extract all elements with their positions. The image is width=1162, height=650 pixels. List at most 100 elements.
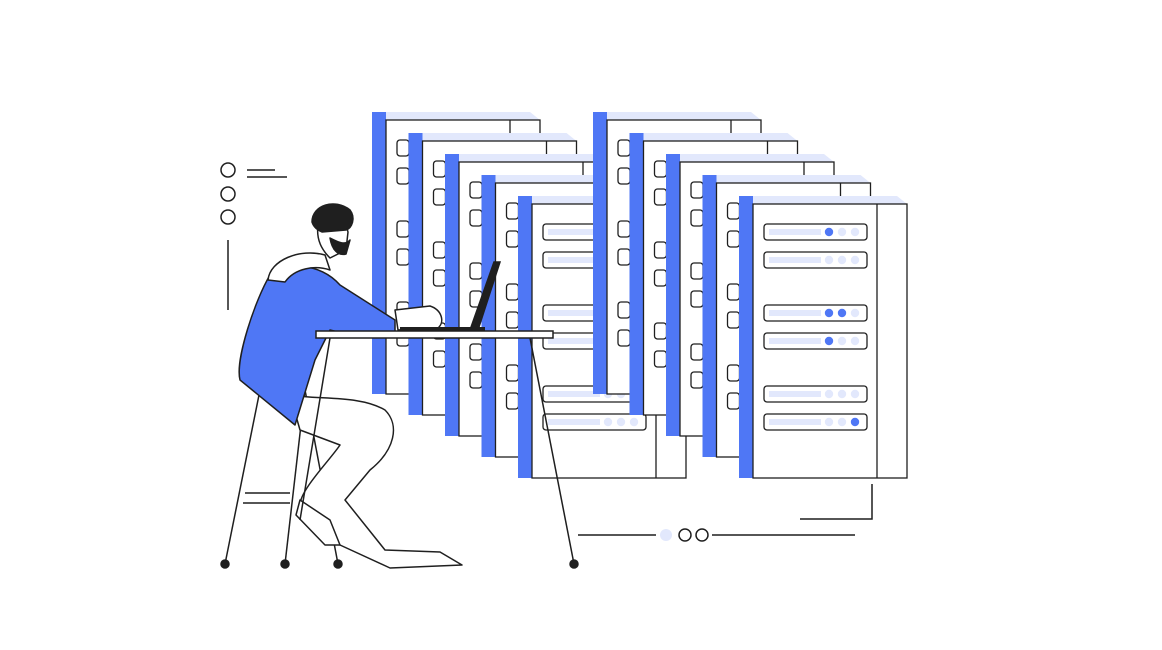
desk-leg <box>529 337 575 565</box>
rack-top <box>445 154 613 162</box>
drive-slot <box>726 364 741 382</box>
drive-slot <box>469 209 483 227</box>
connector-bottom <box>578 484 873 542</box>
connector-line <box>800 484 873 520</box>
person-arm <box>394 305 443 331</box>
status-led-off <box>850 308 860 318</box>
server-rack <box>739 196 908 479</box>
status-led-off <box>837 417 847 427</box>
drive-vent <box>769 310 821 316</box>
drive-slot <box>690 343 704 361</box>
connector-dot <box>660 529 672 541</box>
rack-side <box>739 196 753 478</box>
drive-slot <box>653 160 668 178</box>
status-led-off <box>850 389 860 399</box>
decor-left <box>220 162 287 310</box>
drive-slot <box>617 301 631 319</box>
status-led-off <box>616 417 626 427</box>
drive-slot <box>690 290 704 308</box>
status-led-off <box>603 417 613 427</box>
status-led-on <box>824 227 834 237</box>
drive-slot <box>505 392 520 410</box>
drive-slot <box>432 160 447 178</box>
rack-top <box>593 112 761 120</box>
drive-slot <box>726 202 741 220</box>
status-led-off <box>837 227 847 237</box>
rack-top <box>372 112 540 120</box>
drive-slot <box>653 188 668 206</box>
drive-slot <box>617 220 631 238</box>
status-led-on <box>824 308 834 318</box>
rack-top <box>702 175 871 183</box>
server-racks <box>372 112 908 479</box>
drive-vent <box>769 391 821 397</box>
drive-slot <box>505 311 520 329</box>
drive-slot <box>469 371 483 389</box>
drive-slot <box>396 139 410 157</box>
rack-top <box>408 133 577 141</box>
drive-slot <box>469 262 483 280</box>
rack-side <box>629 133 644 415</box>
status-led-off <box>824 417 834 427</box>
drive-slot <box>617 167 631 185</box>
stool-foot <box>280 559 290 569</box>
rack-top <box>666 154 834 162</box>
decor-circle <box>220 186 236 202</box>
rack-side <box>408 133 423 415</box>
status-led-off <box>850 336 860 346</box>
drive-slot <box>726 311 741 329</box>
drive-vent <box>548 419 600 425</box>
desk-foot <box>569 559 579 569</box>
drive-slot <box>505 283 520 301</box>
drive-slot <box>505 202 520 220</box>
drive-slot <box>505 230 520 248</box>
drive-slot <box>617 139 631 157</box>
drive-vent <box>548 391 600 397</box>
drive-slot <box>617 248 631 266</box>
status-led-off <box>850 255 860 265</box>
drive-slot <box>432 241 447 259</box>
drive-slot <box>653 241 668 259</box>
connector-dot <box>695 528 709 542</box>
rack-side <box>481 175 496 457</box>
status-led-off <box>837 389 847 399</box>
drive-slot <box>726 392 741 410</box>
drive-vent <box>548 257 600 263</box>
person-legs <box>289 394 463 569</box>
drive-slot <box>690 209 704 227</box>
rack-top <box>739 196 907 204</box>
drive-slot <box>396 167 410 185</box>
drive-slot <box>432 188 447 206</box>
drive-slot <box>432 350 447 368</box>
drive-vent <box>769 257 821 263</box>
status-led-off <box>850 227 860 237</box>
status-led-off <box>837 255 847 265</box>
rack-side <box>702 175 717 457</box>
drive-vent <box>548 310 600 316</box>
status-led-on <box>824 336 834 346</box>
drive-vent <box>769 419 821 425</box>
status-led-on <box>850 417 860 427</box>
status-led-off <box>824 389 834 399</box>
drive-slot <box>469 343 483 361</box>
stool-foot <box>220 559 230 569</box>
person <box>238 203 463 569</box>
drive-slot <box>726 283 741 301</box>
drive-slot <box>690 262 704 280</box>
rack-side <box>593 112 607 394</box>
desk-top <box>315 330 554 339</box>
drive-slot <box>432 269 447 287</box>
drive-slot <box>396 248 410 266</box>
drive-vent <box>548 229 600 235</box>
drive-slot <box>617 329 631 347</box>
drive-slot <box>396 220 410 238</box>
drive-slot <box>653 269 668 287</box>
drive-slot <box>505 364 520 382</box>
status-led-off <box>837 336 847 346</box>
person-shoe <box>295 499 341 546</box>
decor-circle <box>220 162 236 178</box>
status-led-off <box>824 255 834 265</box>
status-led-on <box>837 308 847 318</box>
desk-leg <box>299 337 331 521</box>
